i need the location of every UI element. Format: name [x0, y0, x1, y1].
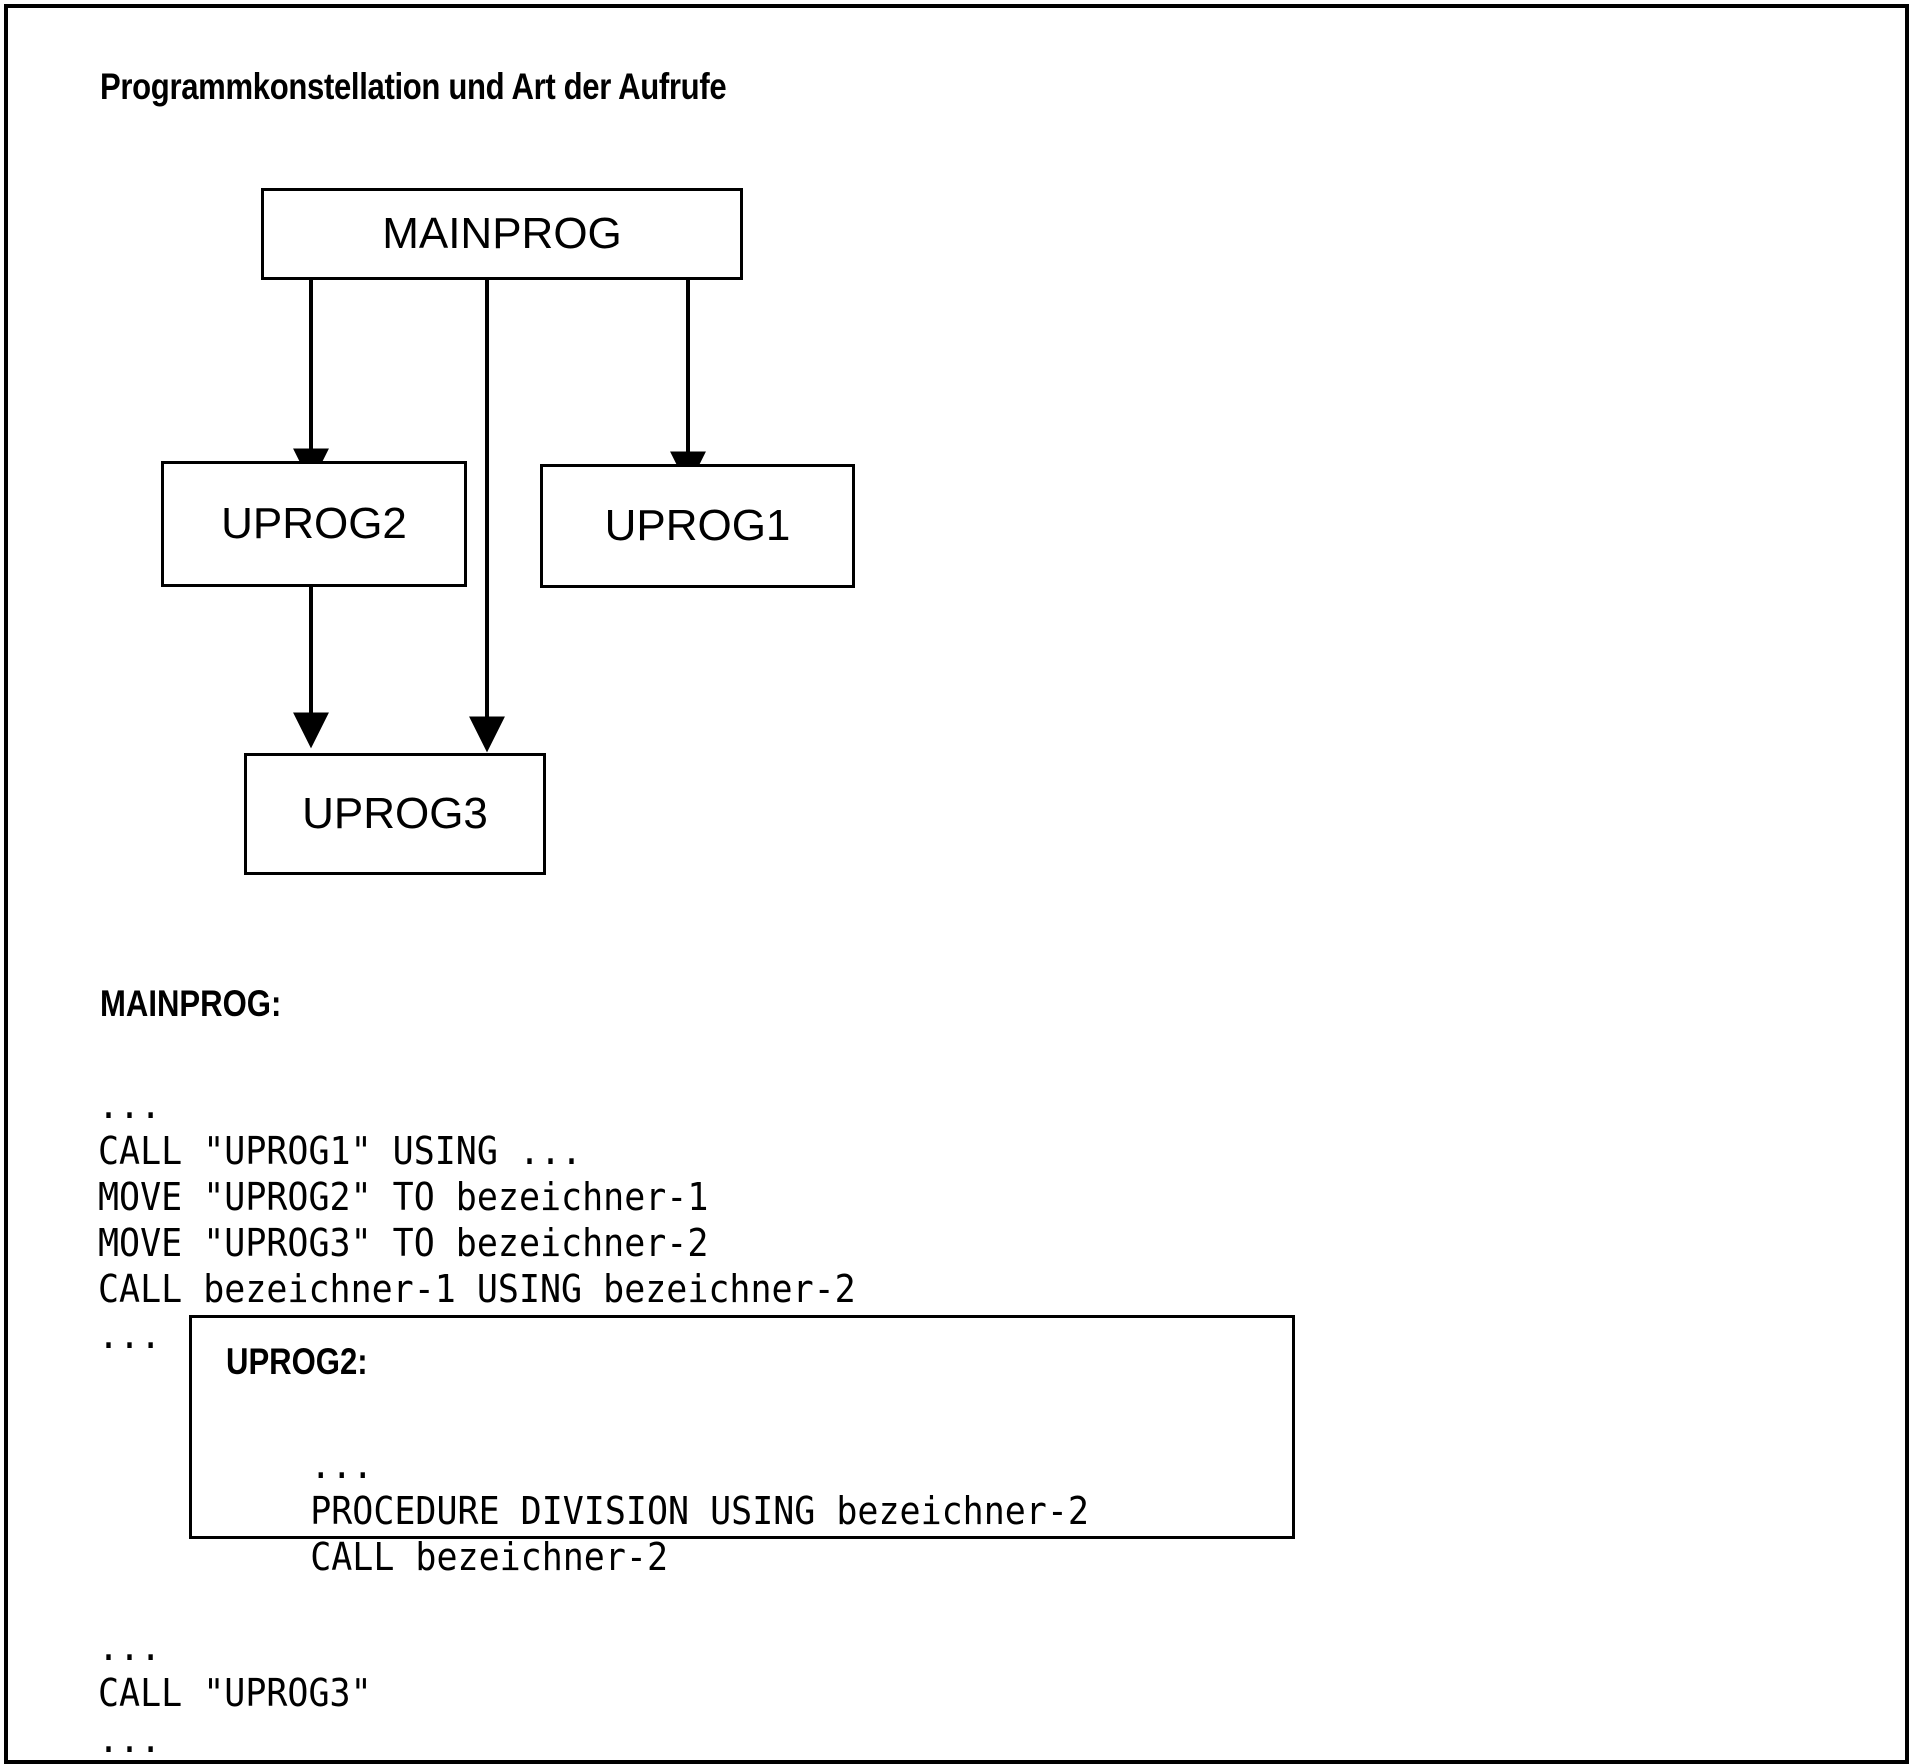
page-title: Programmkonstellation und Art der Aufruf… — [100, 66, 727, 107]
diagram-node-label: UPROG3 — [302, 789, 488, 838]
uprog2-code-lines: ... PROCEDURE DIVISION USING bezeichner-… — [310, 1443, 1089, 1579]
mainprog-code-bottom: ... CALL "UPROG3" ... — [98, 1625, 372, 1761]
diagram-node-mainprog[interactable]: MAINPROG — [261, 188, 743, 280]
uprog2-code-heading: UPROG2: — [226, 1341, 368, 1382]
mainprog-code-heading: MAINPROG: — [100, 983, 282, 1024]
diagram-node-uprog3[interactable]: UPROG3 — [244, 753, 546, 875]
uprog2-code-panel: UPROG2: ... PROCEDURE DIVISION USING bez… — [189, 1315, 1295, 1579]
diagram-node-uprog1[interactable]: UPROG1 — [540, 464, 855, 588]
page-border: Programmkonstellation und Art der Aufruf… — [4, 4, 1909, 1764]
diagram-node-label: UPROG1 — [604, 501, 791, 550]
call-hierarchy-diagram: MAINPROG UPROG2 UPROG1 UPROG3 — [8, 8, 1917, 908]
page-root: Programmkonstellation und Art der Aufruf… — [4, 4, 1909, 1764]
mainprog-code-top: ... CALL "UPROG1" USING ... MOVE "UPROG2… — [98, 1083, 856, 1357]
diagram-node-uprog2[interactable]: UPROG2 — [161, 461, 467, 587]
diagram-node-label: UPROG2 — [221, 499, 407, 548]
diagram-node-label: MAINPROG — [382, 209, 622, 258]
